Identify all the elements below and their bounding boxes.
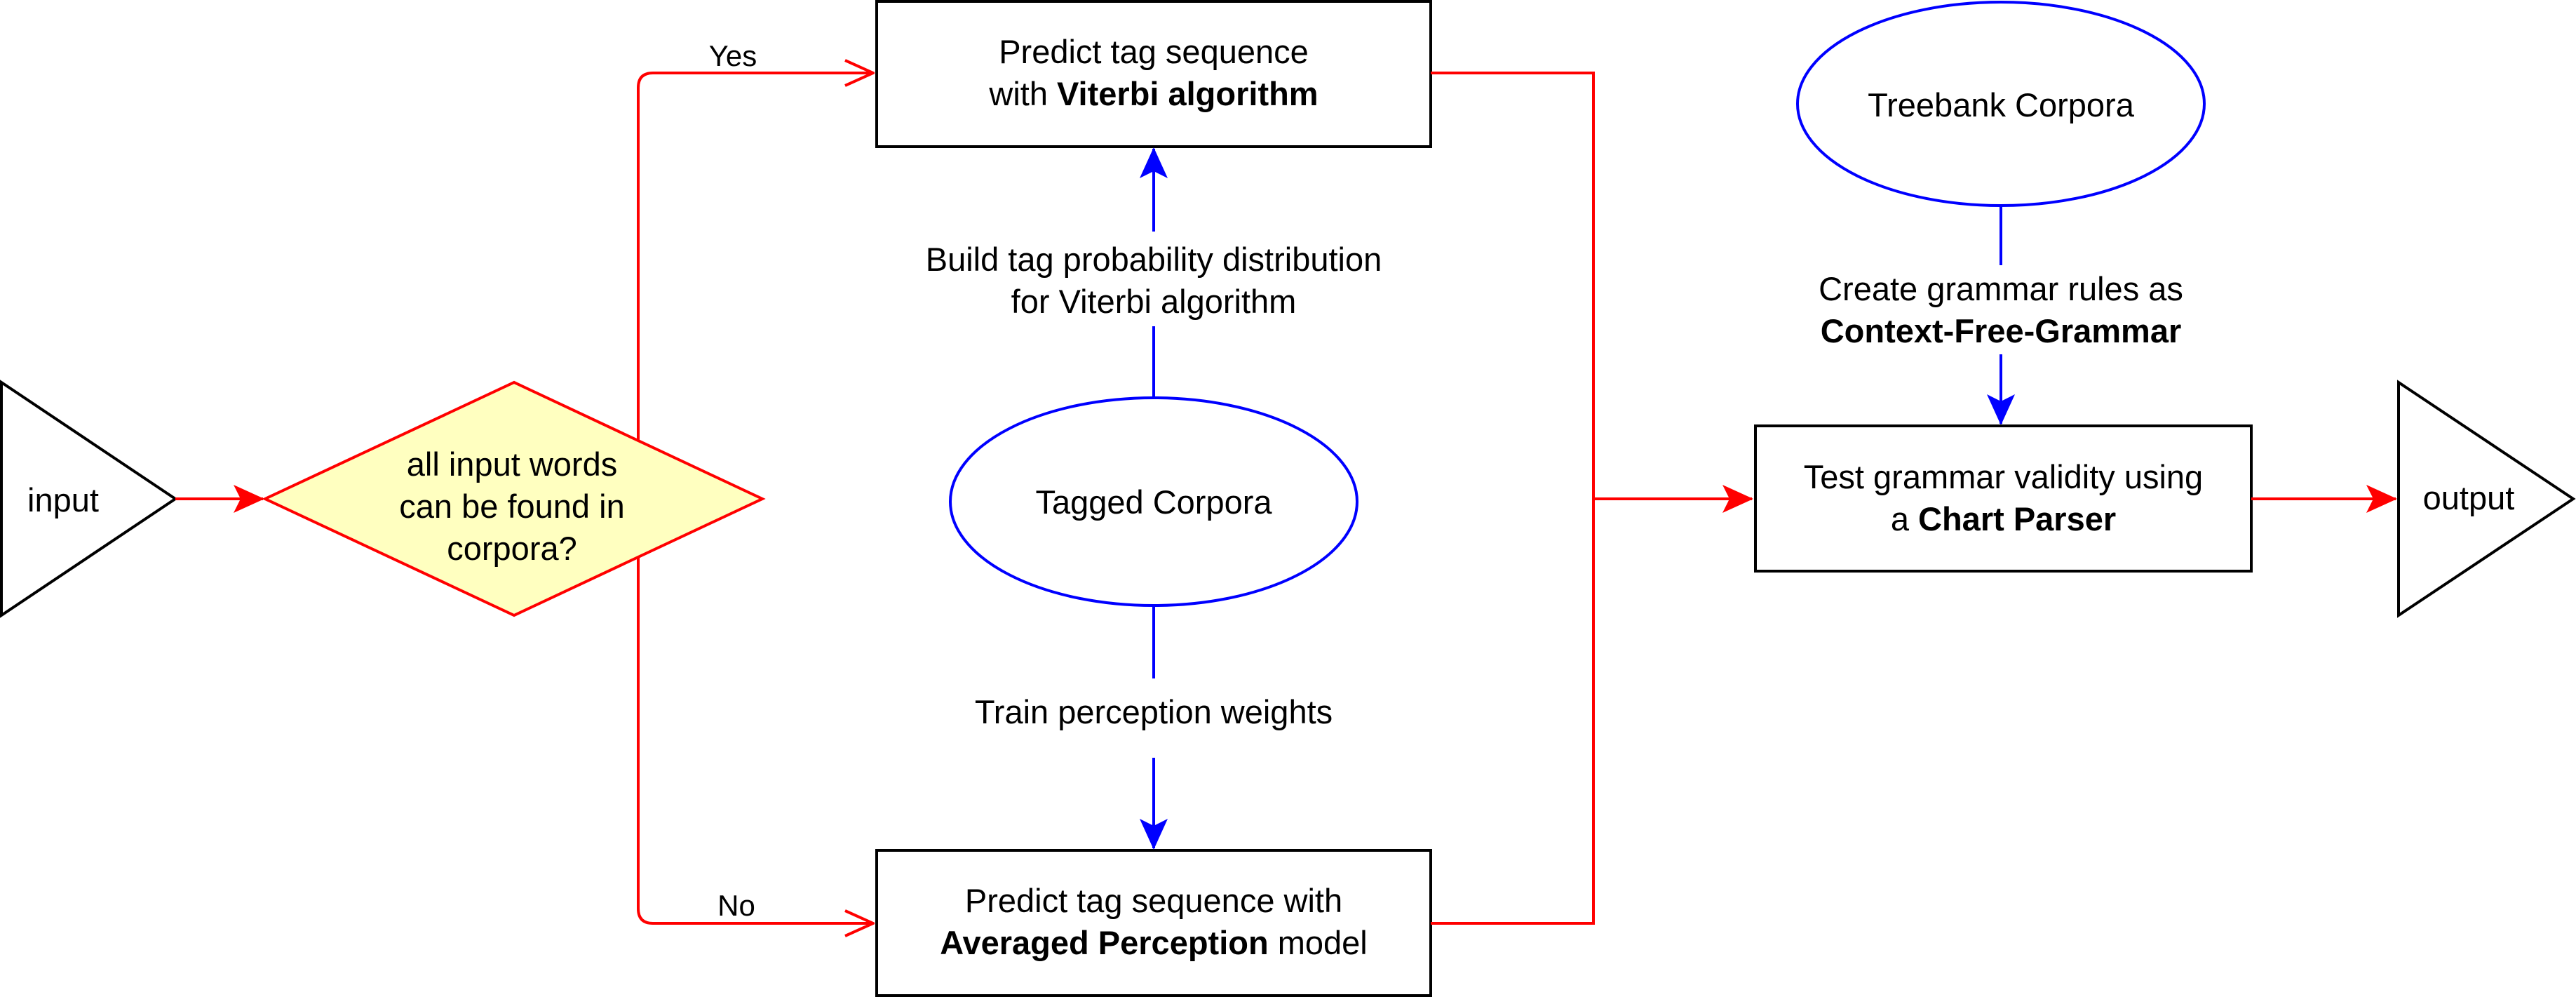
- decision-line-3: corpora?: [447, 530, 577, 567]
- decision-label: all input words can be found in corpora?: [337, 443, 687, 570]
- input-label: input: [27, 481, 99, 518]
- tagged-corpora-label: Tagged Corpora: [1035, 483, 1272, 521]
- grammar-label: Create grammar rules as Context-Free-Gra…: [1791, 268, 2211, 352]
- decision-node: [262, 380, 766, 617]
- test-label: Test grammar validity using a Chart Pars…: [1757, 456, 2250, 540]
- averaged-suffix: model: [1268, 924, 1368, 961]
- treebank-corpora-label: Treebank Corpora: [1868, 86, 2134, 123]
- test-prefix: a: [1890, 500, 1919, 537]
- decision-line-2: can be found in: [399, 488, 625, 525]
- decision-line-1: all input words: [406, 446, 618, 483]
- viterbi-bold: Viterbi algorithm: [1057, 75, 1319, 112]
- train-label: Train perception weights: [974, 693, 1333, 730]
- viterbi-line-2: with Viterbi algorithm: [878, 73, 1429, 115]
- test-line-1: Test grammar validity using: [1803, 458, 2204, 495]
- test-bold: Chart Parser: [1918, 500, 2117, 537]
- grammar-bold: Context-Free-Grammar: [1820, 312, 2182, 349]
- viterbi-box: [875, 0, 1432, 148]
- input-node: [0, 380, 178, 618]
- viterbi-line-1: Predict tag sequence: [999, 33, 1309, 70]
- grammar-line-1: Create grammar rules as: [1819, 270, 2183, 307]
- averaged-box: [875, 849, 1432, 997]
- averaged-line-1: Predict tag sequence with: [964, 882, 1343, 919]
- yes-label: Yes: [708, 39, 757, 72]
- averaged-line-2: Averaged Perception model: [878, 922, 1429, 964]
- output-node: [2397, 380, 2576, 618]
- edge-yes: [637, 73, 873, 440]
- edge-no: [637, 558, 873, 923]
- viterbi-label: Predict tag sequence with Viterbi algori…: [878, 31, 1429, 115]
- averaged-bold: Averaged Perception: [940, 924, 1269, 961]
- grammar-line-2: Context-Free-Grammar: [1791, 310, 2211, 352]
- build-line-2: for Viterbi algorithm: [1011, 283, 1297, 320]
- edge-viterbi-merge: [1431, 72, 1595, 925]
- no-label: No: [717, 889, 755, 922]
- averaged-label: Predict tag sequence with Averaged Perce…: [878, 880, 1429, 964]
- viterbi-prefix: with: [989, 75, 1058, 112]
- test-line-2: a Chart Parser: [1757, 498, 2250, 540]
- test-box: [1754, 424, 2253, 573]
- output-label: output: [2422, 479, 2515, 516]
- build-line-1: Build tag probability distribution: [925, 241, 1382, 278]
- build-label: Build tag probability distribution for V…: [873, 239, 1434, 323]
